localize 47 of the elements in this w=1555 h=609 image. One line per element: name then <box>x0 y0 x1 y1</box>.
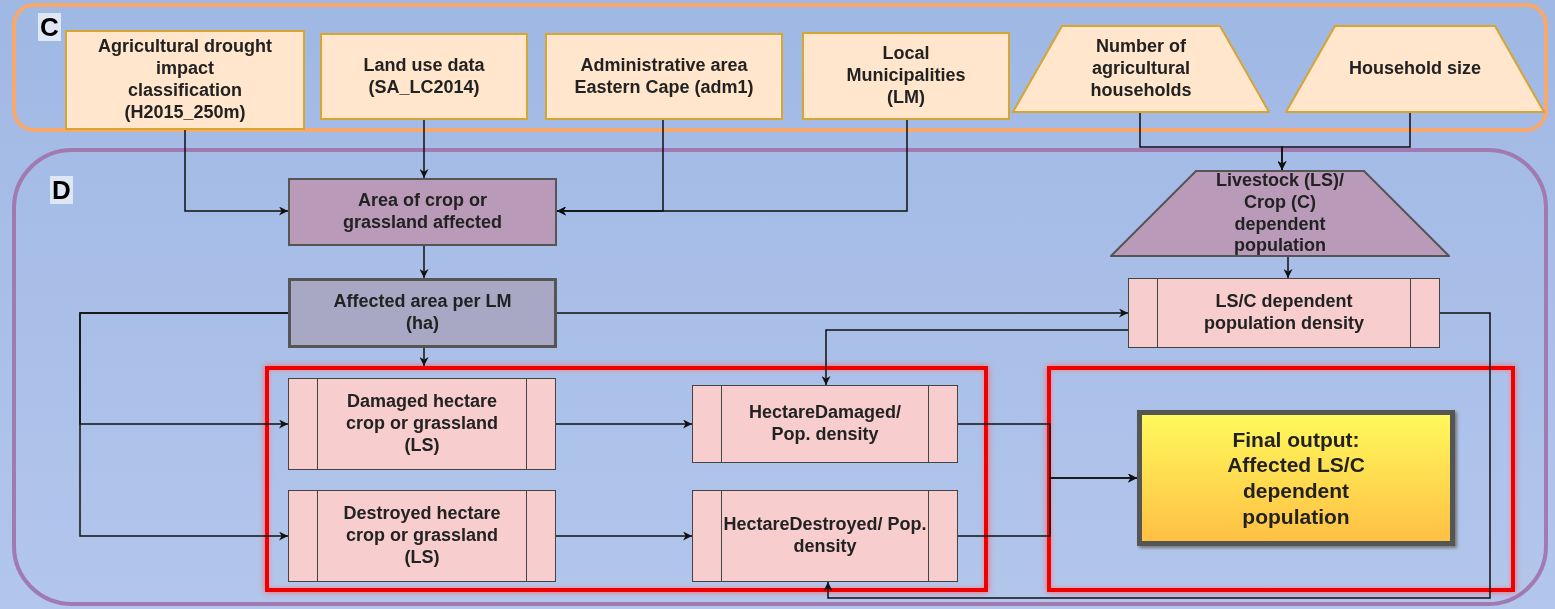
process-box <box>288 490 556 582</box>
arrow <box>184 129 289 216</box>
node-label: Area of crop or grassland affected <box>341 190 504 234</box>
node-label: Damaged hectare crop or grassland (LS) <box>344 391 499 457</box>
arrow <box>555 419 693 429</box>
arrow <box>419 245 429 279</box>
node-label: HectareDestroyed/ Pop. density <box>722 514 928 558</box>
node-label: HectareDamaged/ Pop. density <box>747 402 903 446</box>
node-label: Household size <box>1348 58 1482 80</box>
group-letter: C <box>38 13 61 41</box>
arrow <box>79 312 289 541</box>
highlight-frame <box>265 366 988 592</box>
group-frame <box>12 148 1548 606</box>
node-label: Administrative area Eastern Cape (adm1) <box>573 54 755 99</box>
data-source-box <box>545 33 783 120</box>
data-source-box <box>65 30 305 130</box>
arrow <box>1277 112 1411 171</box>
node-label: Land use data (SA_LC2014) <box>362 54 486 99</box>
arrow <box>823 312 1491 599</box>
process-box <box>692 490 958 582</box>
node-label: Final output: Affected LS/C dependent population <box>1226 426 1366 530</box>
arrow <box>419 119 429 179</box>
arrow <box>556 119 908 216</box>
process-box <box>692 385 958 463</box>
output-box <box>1137 410 1455 546</box>
node-label: Number of agricultural households <box>1089 36 1193 102</box>
arrow <box>556 308 1129 318</box>
process-box <box>288 378 556 470</box>
process-box <box>1128 278 1440 348</box>
node-label: Destroyed hectare crop or grassland (LS) <box>342 503 502 569</box>
arrow <box>821 329 1129 386</box>
arrow <box>1283 256 1293 279</box>
group-frame <box>12 3 1548 132</box>
highlight-frame <box>1047 366 1515 592</box>
node-label: Local Municipalities (LM) <box>845 43 967 109</box>
arrow <box>957 473 1138 537</box>
process-box <box>288 178 557 246</box>
node-label: LS/C dependent population density <box>1203 291 1365 335</box>
arrow <box>555 531 693 541</box>
group-letter: D <box>50 176 73 204</box>
node-label: Affected area per LM (ha) <box>332 291 513 335</box>
data-source-box <box>320 33 528 120</box>
process-box <box>288 278 557 348</box>
node-label: Livestock (LS)/ Crop (C) dependent population <box>1215 169 1345 258</box>
node-label: Agricultural drought impact classification (H2015_250m) <box>97 36 273 124</box>
data-source-box <box>802 32 1010 120</box>
arrow <box>419 347 429 367</box>
